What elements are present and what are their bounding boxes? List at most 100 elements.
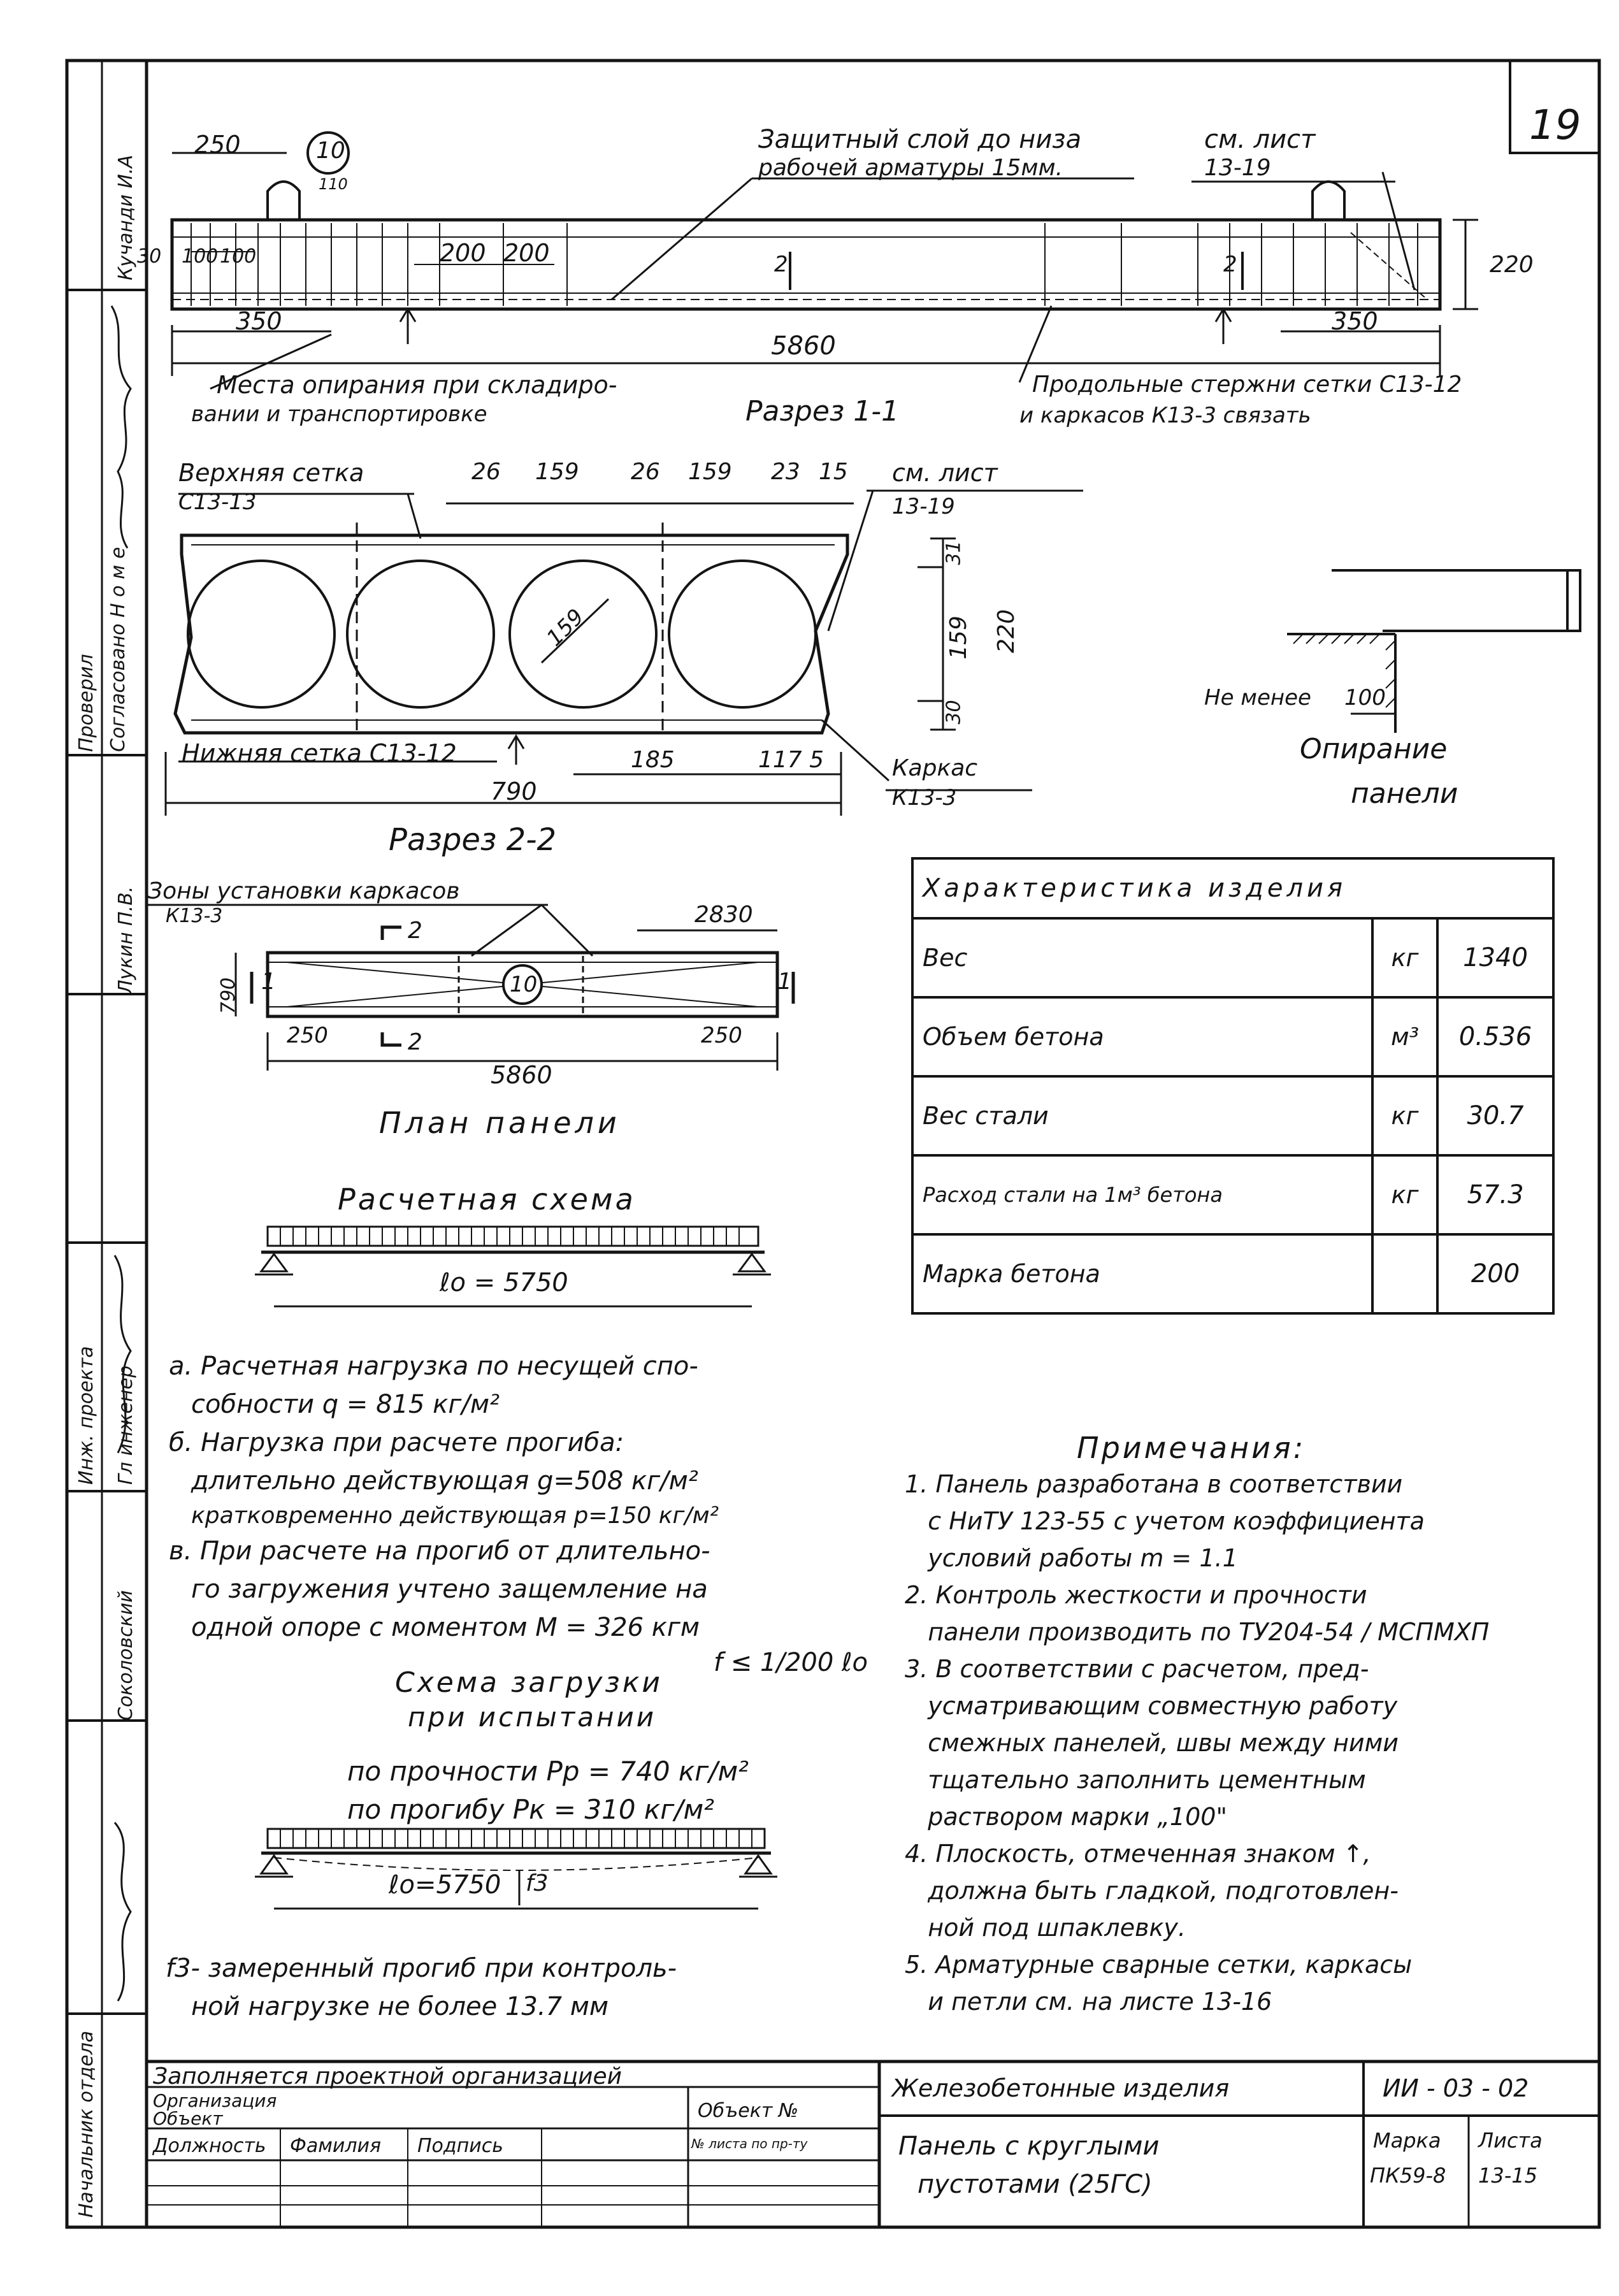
table-row: Объем бетона м³ 0.536 [911,996,1555,1078]
deflection-limit: f ≤ 1/200 ℓо [714,1648,868,1677]
tb-organization: Организация [153,2090,277,2111]
see-sheet-label: см. лист [1204,125,1316,154]
note-line: должна быть гладкой, подготовлен- [905,1877,1399,1905]
test-load-strength: по прочности Pр = 740 кг/м² [347,1756,749,1787]
test-scheme-title-2: при испытании [408,1701,657,1733]
test-note-line-1: f3- замеренный прогиб при контроль- [166,1954,677,1983]
char-unit: м³ [1371,996,1439,1078]
load-b-long: длительно действующая g=508 кг/м² [191,1466,698,1496]
dim-23: 23 [771,459,800,485]
top-mesh-mark: С13-13 [178,489,257,515]
char-value: 200 [1436,1233,1555,1315]
test-scheme-span: ℓо=5750 [389,1870,501,1900]
support-min-value: 100 [1344,685,1386,711]
stamp-dept-head: Начальник отдела [75,2030,97,2218]
see-sheet-label-2: см. лист [892,459,998,487]
note-line: панели производить по ТУ204-54 / МСПМХП [905,1618,1490,1646]
notes-title: Примечания: [1077,1431,1306,1465]
section-1-1-title: Разрез 1-1 [745,395,900,428]
char-unit [1371,1233,1439,1315]
note-line: 5. Арматурные сварные сетки, каркасы [905,1951,1413,1979]
tb-object-number: Объект № [698,2100,799,2122]
test-scheme-title-1: Схема загрузки [395,1666,663,1699]
dim-26-b: 26 [631,459,660,485]
dim-350-left: 350 [236,307,282,335]
load-c-line-2: го загружения учтено защемление на [191,1575,708,1604]
notes-list: 1. Панель разработана в соответствии с Н… [905,1466,1587,2020]
stamp-checked: Проверил [75,654,97,752]
plan-dim-790: 790 [217,977,240,1014]
sheet-number: 19 [1529,102,1581,149]
dim-159-b: 159 [688,459,732,485]
load-a-line-1: а. Расчетная нагрузка по несущей спо- [169,1352,698,1381]
cut-mark-left: 2 [774,252,788,277]
section-2-2-title: Разрез 2-2 [389,822,557,858]
plan-dim-5860: 5860 [491,1061,552,1089]
plan-section-1-right: 1 [777,969,792,995]
tb-surname: Фамилия [290,2135,382,2157]
section-2-2-drawing [164,489,1083,816]
load-a-line-2: собности q = 815 кг/м² [191,1390,500,1419]
rod-note-line-2: и каркасов К13-3 связать [1019,403,1311,428]
table-row: Расход стали на 1м³ бетона кг 57.3 [911,1154,1555,1236]
vdim-220: 220 [993,609,1019,653]
plan-section-2-bottom: 2 [408,1029,422,1055]
section-1-1-drawing [170,131,1478,390]
plan-dim-250-left: 250 [287,1023,328,1048]
char-value: 0.536 [1436,996,1555,1078]
plan-dim-2830: 2830 [694,902,753,928]
load-b-short: кратковременно действующая p=150 кг/м² [191,1503,719,1529]
tb-signature: Подпись [417,2135,503,2157]
vdim-31: 31 [942,540,965,565]
tb-series: ИИ - 03 - 02 [1383,2074,1529,2102]
zones-frame-mark: К13-3 [166,905,223,927]
char-value: 30.7 [1436,1075,1555,1157]
test-note-line-2: ной нагрузке не более 13.7 мм [191,1992,609,2021]
dim-200-b: 200 [503,239,550,267]
dim-1175: 117 5 [758,747,824,773]
dim-159-a: 159 [535,459,579,485]
frame-label: Каркас [892,755,978,781]
tb-product-line-1: Панель с круглыми [898,2132,1160,2161]
dim-220: 220 [1490,252,1534,278]
table-row: Вес стали кг 30.7 [911,1075,1555,1157]
tb-product-line-2: пустотами (25ГС) [917,2170,1153,2199]
tb-category: Железобетонные изделия [892,2074,1230,2102]
char-name: Марка бетона [911,1233,1374,1315]
bottom-mesh-label: Нижняя сетка С13-12 [182,739,457,767]
tb-filled-by: Заполняется проектной организацией [153,2063,622,2090]
cut-mark-right: 2 [1223,252,1237,277]
tb-sheet-number: № листа по пр-ту [691,2136,808,2151]
char-unit: кг [1371,917,1439,999]
stamp-name-top: Кучанди И.А [115,154,137,280]
plan-mark-10: 10 [510,972,538,997]
support-title-1: Опирание [1300,733,1448,765]
dim-30: 30 [137,245,162,268]
char-name: Объем бетона [911,996,1374,1078]
characteristics-title: Характеристика изделия [911,857,1555,920]
dim-350-right: 350 [1332,307,1378,335]
support-note-line-2: вании и транспортировке [191,401,487,427]
char-name: Вес стали [911,1075,1374,1157]
calc-scheme-span: ℓо = 5750 [440,1268,568,1297]
tb-object: Объект [153,2108,223,2129]
top-mesh-label: Верхняя сетка [178,459,364,487]
note-line: тщательно заполнить цементным [905,1766,1366,1794]
load-c-line-3: одной опоре с моментом M = 326 кгм [191,1613,700,1642]
note-line: 2. Контроль жесткости и прочности [905,1581,1367,1609]
loop-mark: 10 [316,138,345,164]
support-min-label: Не менее [1204,685,1311,711]
note-line: условий работы m = 1.1 [905,1544,1238,1572]
char-value: 57.3 [1436,1154,1555,1236]
char-name: Расход стали на 1м³ бетона [911,1154,1374,1236]
tb-sheet-label: Листа [1478,2128,1543,2153]
calc-scheme-drawing [255,1225,771,1308]
note-line: 4. Плоскость, отмеченная знаком ↑, [905,1840,1371,1868]
support-detail-drawing [1287,569,1581,733]
dim-185: 185 [631,747,675,773]
tb-mark-value: ПК59-8 [1370,2163,1446,2188]
table-row: Вес кг 1340 [911,917,1555,999]
cover-note-line-1: Защитный слой до низа [758,125,1082,154]
note-line: и петли см. на листе 13-16 [905,1988,1272,2016]
dim-250-left: 250 [194,131,241,159]
